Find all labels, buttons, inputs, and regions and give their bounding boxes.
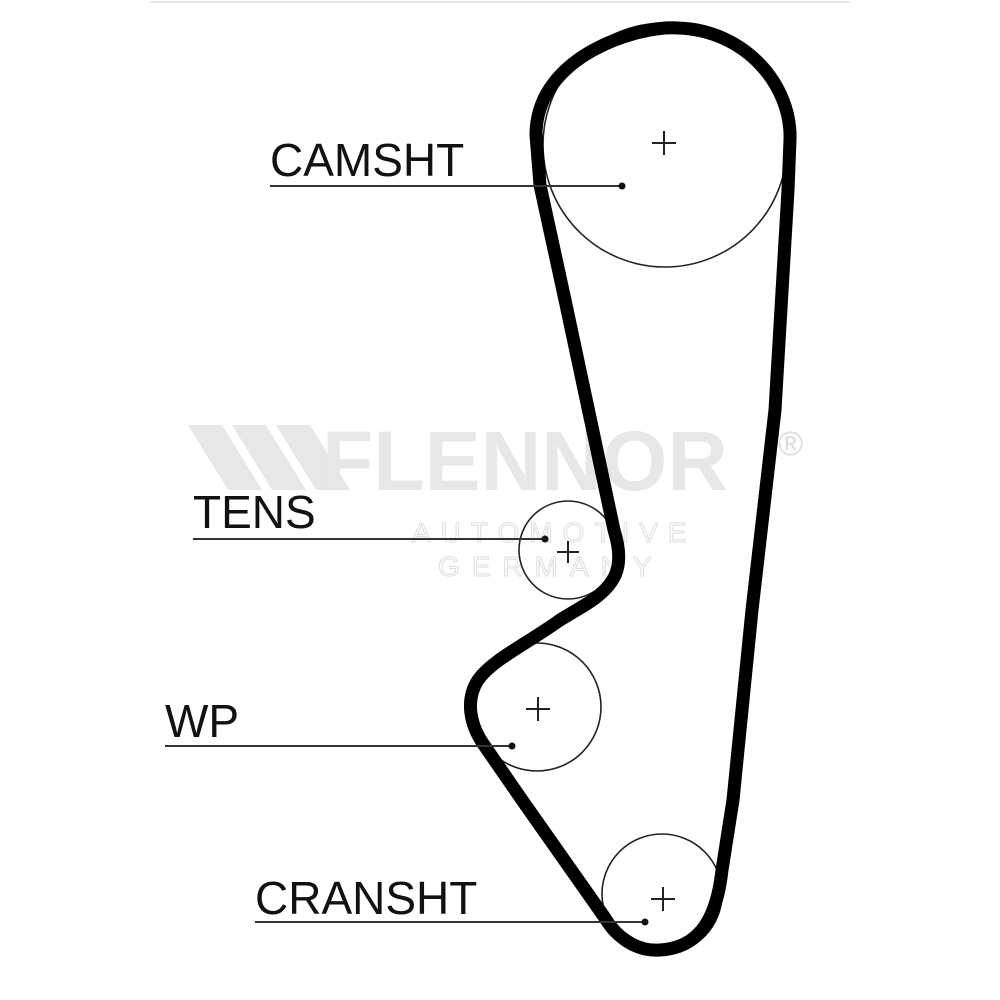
watermark-line-1: AUTOMOTIVE bbox=[412, 517, 697, 548]
timing-belt bbox=[464, 21, 797, 957]
camshaft-label: CAMSHT bbox=[270, 134, 464, 186]
water-pump-leader bbox=[165, 742, 516, 750]
watermark-logo-stripes bbox=[188, 425, 350, 490]
crankshaft-leader bbox=[255, 918, 649, 926]
camshaft-leader-dot bbox=[618, 182, 626, 190]
watermark-brand: FLENNOR bbox=[322, 414, 728, 508]
camshaft-center-mark bbox=[652, 131, 676, 155]
water-pump-leader-dot bbox=[508, 742, 516, 750]
camshaft-leader bbox=[270, 182, 626, 190]
crankshaft-label: CRANSHT bbox=[255, 872, 477, 924]
water-pump-center-mark bbox=[526, 697, 550, 721]
crankshaft-leader-dot bbox=[641, 918, 649, 926]
tensioner-label: TENS bbox=[193, 486, 316, 538]
watermark-line-2: GERMANY bbox=[438, 551, 664, 582]
watermark-registered-mark: ® bbox=[778, 425, 803, 463]
tensioner-leader-dot bbox=[541, 535, 549, 543]
tensioner-leader bbox=[193, 535, 549, 543]
watermark: FLENNOR ® AUTOMOTIVE GERMANY bbox=[188, 414, 803, 583]
crankshaft-center-mark bbox=[651, 887, 675, 911]
tensioner-center-mark bbox=[557, 541, 579, 563]
water-pump-label: WP bbox=[165, 695, 239, 747]
